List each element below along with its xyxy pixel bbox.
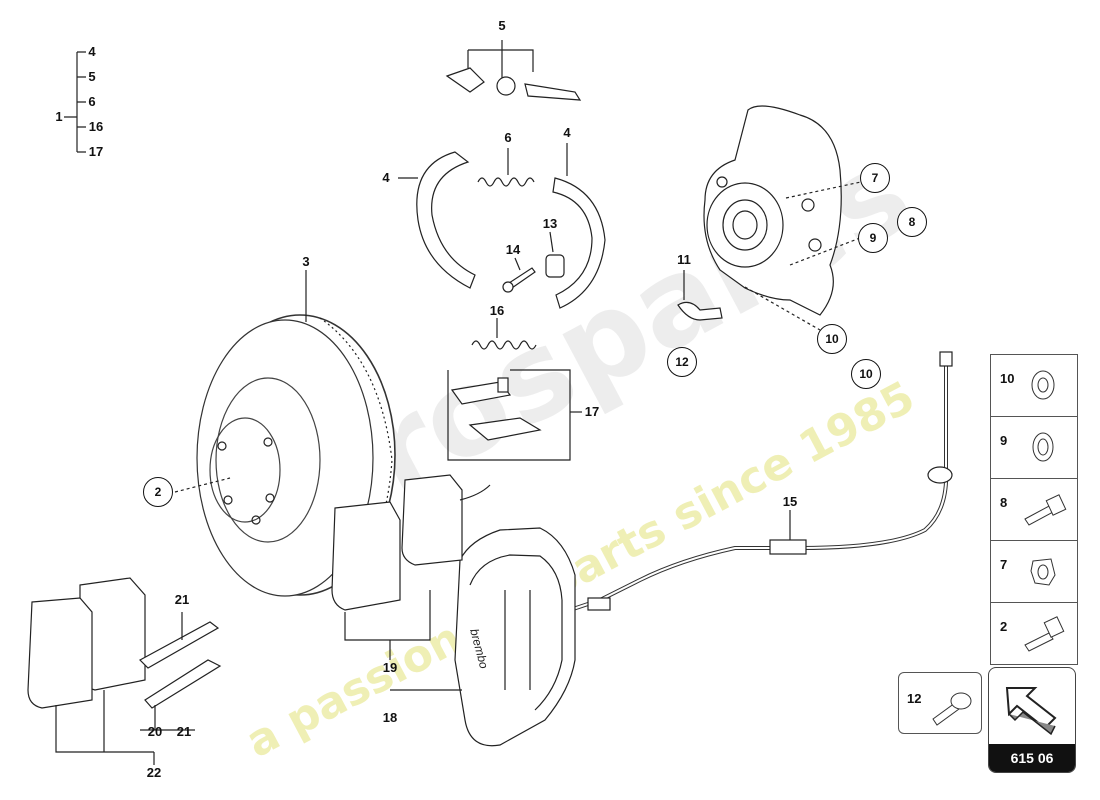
brake-shoe-left bbox=[416, 151, 476, 289]
callout-10-b: 10 bbox=[851, 359, 881, 389]
arrow-icon bbox=[1005, 687, 1057, 736]
wheel-hub-carrier bbox=[703, 105, 842, 316]
callout-9: 9 bbox=[858, 223, 888, 253]
callout-10-a: 10 bbox=[817, 324, 847, 354]
part-label-17: 17 bbox=[584, 404, 600, 419]
part-label-18: 18 bbox=[382, 710, 398, 725]
tree-label-16: 16 bbox=[88, 119, 104, 134]
brake-disc bbox=[196, 314, 396, 598]
part-label-21-bottom: 21 bbox=[176, 724, 192, 739]
part-label-16: 16 bbox=[489, 303, 505, 318]
part-label-13: 13 bbox=[542, 216, 558, 231]
screw-icon bbox=[1024, 616, 1065, 652]
countersunk-screw-icon bbox=[932, 692, 972, 726]
diagram-code: 615 06 bbox=[989, 744, 1075, 772]
callout-8: 8 bbox=[897, 207, 927, 237]
part-label-5: 5 bbox=[498, 18, 506, 33]
part-label-20: 20 bbox=[147, 724, 163, 739]
part-label-4-left: 4 bbox=[382, 170, 390, 185]
hardware-legend: 10 9 8 7 2 bbox=[990, 354, 1078, 665]
part-label-3: 3 bbox=[302, 254, 310, 269]
brake-caliper bbox=[454, 527, 576, 747]
part-label-11: 11 bbox=[677, 252, 691, 267]
callout-7: 7 bbox=[860, 163, 890, 193]
legend-row-10: 10 bbox=[991, 355, 1077, 417]
part-label-6: 6 bbox=[504, 130, 512, 145]
legend-row-2: 2 bbox=[991, 603, 1077, 664]
tree-label-6: 6 bbox=[88, 94, 96, 109]
part-label-14: 14 bbox=[505, 242, 521, 257]
screw-12-box: 12 bbox=[898, 672, 982, 734]
nut-icon bbox=[1031, 370, 1055, 400]
self-locking-nut-icon bbox=[1030, 558, 1056, 586]
part-label-22: 22 bbox=[146, 765, 162, 780]
tree-label-1: 1 bbox=[55, 109, 63, 124]
brake-shoe-right bbox=[552, 177, 606, 309]
part-label-4-right: 4 bbox=[563, 125, 571, 140]
part-label-15: 15 bbox=[782, 494, 798, 509]
tree-label-4: 4 bbox=[88, 44, 96, 59]
part-label-19: 19 bbox=[382, 660, 398, 675]
tree-label-5: 5 bbox=[88, 69, 96, 84]
tree-label-17: 17 bbox=[88, 144, 104, 159]
legend-row-9: 9 bbox=[991, 417, 1077, 479]
part-label-21-top: 21 bbox=[174, 592, 190, 607]
callout-12: 12 bbox=[667, 347, 697, 377]
callout-2: 2 bbox=[143, 477, 173, 507]
legend-row-8: 8 bbox=[991, 479, 1077, 541]
diagram-nav-box[interactable]: 615 06 bbox=[988, 667, 1076, 773]
washer-icon bbox=[1032, 432, 1054, 462]
legend-row-7: 7 bbox=[991, 541, 1077, 603]
bolt-icon bbox=[1024, 494, 1067, 526]
